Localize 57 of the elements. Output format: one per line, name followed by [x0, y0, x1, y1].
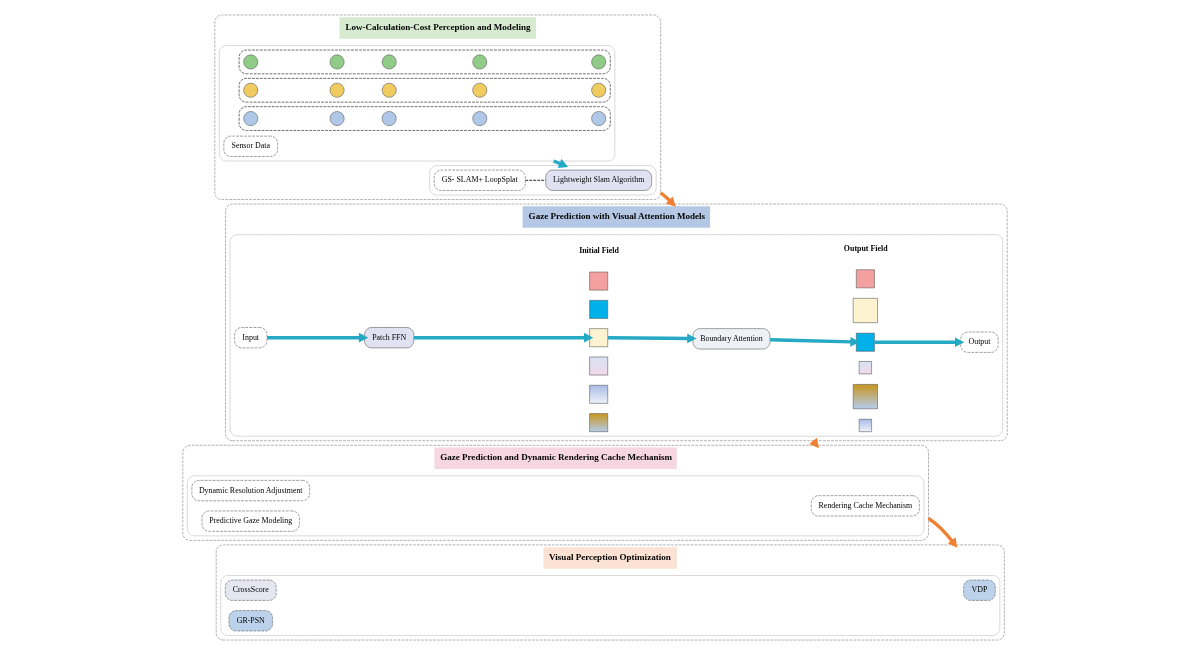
node-circle	[242, 111, 258, 126]
node-box: VDP	[962, 579, 996, 601]
node-box: GS- SLAM+ LoopSplat	[433, 169, 526, 191]
node-circle	[329, 111, 344, 126]
node-box: Sensor Data	[223, 135, 278, 157]
cluster	[219, 575, 1000, 636]
node-circle	[242, 82, 258, 98]
node-box	[588, 384, 608, 404]
node-box	[588, 271, 608, 291]
node-box: Dynamic Resolution Adjustment	[191, 480, 310, 502]
node-box: Input	[233, 327, 267, 349]
node-box	[855, 269, 875, 289]
arrow	[874, 337, 964, 348]
cluster	[428, 165, 656, 196]
label: Output Field	[843, 243, 888, 253]
node-circle	[471, 54, 487, 70]
node-box: Lightweight Slam Algorithm	[544, 169, 652, 191]
connector	[524, 179, 546, 181]
node-box	[855, 332, 875, 352]
node-box	[852, 298, 878, 323]
node-circle	[329, 54, 344, 70]
cluster	[238, 49, 611, 75]
node-box: GR-PSN	[228, 610, 273, 632]
arrow	[266, 332, 368, 343]
node-box: Boundary Attention	[692, 328, 770, 350]
node-circle	[471, 82, 487, 98]
node-box	[858, 361, 872, 375]
arrow	[927, 516, 957, 548]
node-circle	[381, 111, 397, 126]
node-box	[588, 300, 608, 319]
cluster	[238, 78, 611, 103]
arrow	[769, 336, 860, 347]
node-circle	[381, 82, 397, 98]
node-circle	[590, 82, 606, 98]
label: Initial Field	[578, 246, 619, 256]
node-circle	[242, 54, 258, 70]
node-circle	[471, 111, 487, 126]
node-box	[588, 328, 608, 348]
node-circle	[329, 82, 344, 98]
node-box: Predictive Gaze Modeling	[201, 510, 300, 532]
cluster	[218, 45, 615, 162]
node-box: CrossScore	[224, 579, 276, 601]
cluster	[229, 234, 1003, 437]
arrow	[413, 332, 593, 343]
node-box: Rendering Cache Mechanism	[810, 495, 920, 517]
node-circle	[590, 111, 606, 126]
node-box: Output	[960, 331, 998, 353]
node-box	[588, 413, 608, 432]
node-circle	[381, 54, 397, 70]
node-box	[588, 356, 608, 376]
node-circle	[590, 54, 606, 70]
node-box: Patch FFN	[363, 327, 414, 349]
cluster	[186, 475, 924, 537]
cluster	[238, 106, 611, 131]
node-box	[852, 384, 878, 410]
arrow	[607, 333, 697, 344]
node-box	[858, 418, 872, 432]
